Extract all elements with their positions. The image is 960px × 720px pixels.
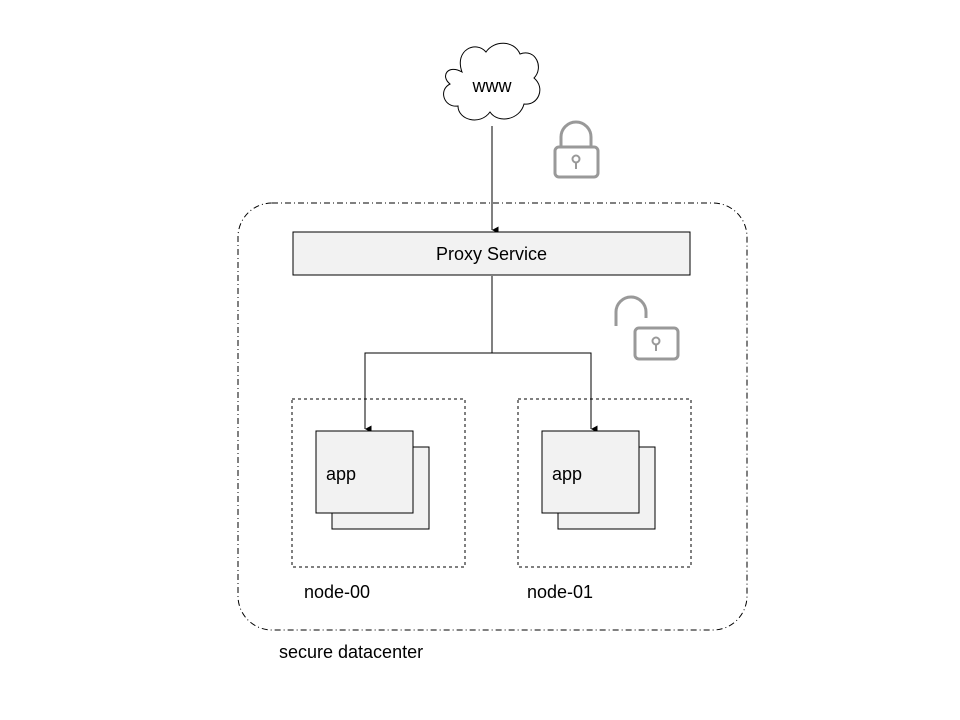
internet-label: www bbox=[472, 76, 512, 96]
node-01-boundary bbox=[517, 398, 692, 568]
node-00-app-label: app bbox=[326, 464, 357, 484]
node-00-label: node-00 bbox=[304, 582, 371, 602]
connector-proxy-to-app-01 bbox=[492, 352, 598, 433]
locked-padlock-icon bbox=[553, 120, 600, 179]
connector-proxy-to-app-00 bbox=[364, 276, 493, 433]
datacenter-boundary bbox=[237, 202, 748, 631]
internet-cloud bbox=[443, 42, 541, 121]
unlocked-padlock-icon bbox=[614, 295, 680, 361]
node-00-app-card bbox=[315, 430, 414, 514]
node-01-label: node-01 bbox=[527, 582, 594, 602]
proxy-service-label: Proxy Service bbox=[435, 244, 548, 264]
datacenter-label: secure datacenter bbox=[279, 642, 424, 662]
node-01-app-label: app bbox=[552, 464, 583, 484]
node-00-boundary bbox=[291, 398, 466, 568]
proxy-service-box bbox=[292, 231, 691, 276]
node-01-app-card bbox=[541, 430, 640, 514]
